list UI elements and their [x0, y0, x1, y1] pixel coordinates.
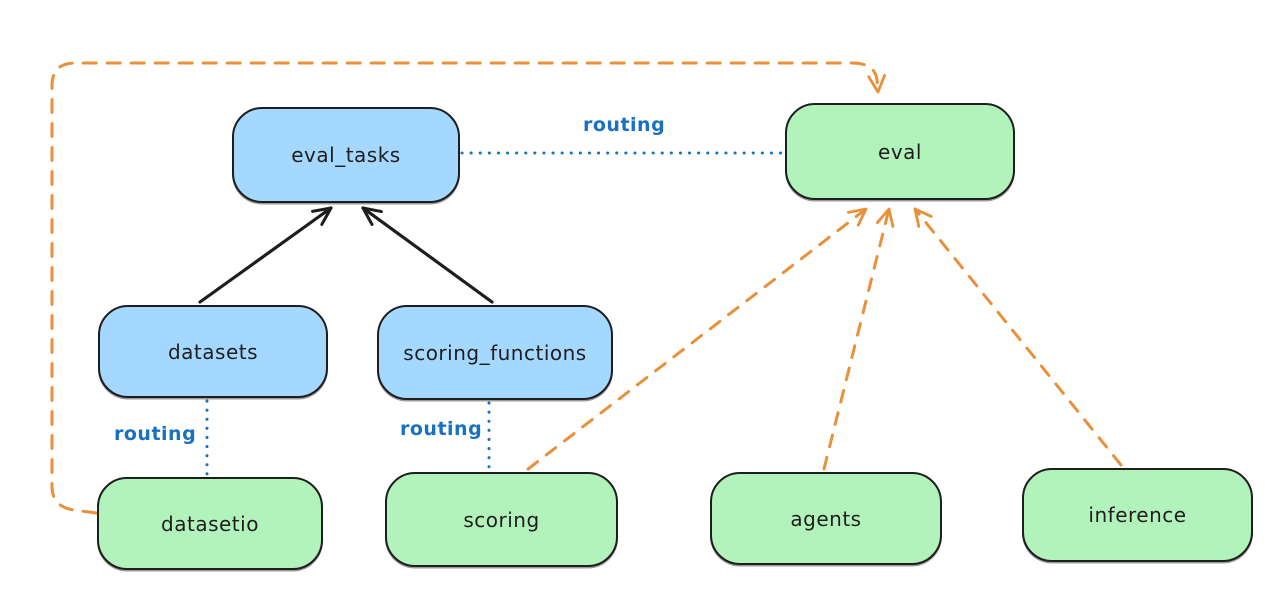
routing-label-scoring_functions-scoring: routing — [400, 418, 483, 440]
routing-label-eval_tasks-eval: routing — [583, 114, 666, 136]
edge-scoring-to-eval — [526, 207, 868, 471]
node-datasets: datasets — [98, 305, 328, 398]
node-eval_tasks: eval_tasks — [232, 107, 460, 203]
node-datasets-label: datasets — [167, 339, 259, 364]
node-eval: eval — [785, 103, 1015, 200]
node-agents-label: agents — [790, 506, 862, 531]
edge-datasets-to-eval_tasks — [198, 206, 333, 304]
node-scoring: scoring — [385, 472, 618, 567]
node-eval-label: eval — [878, 139, 922, 164]
edge-agents-to-eval — [822, 207, 895, 471]
node-inference: inference — [1022, 468, 1253, 562]
routing-label-datasets-datasetio: routing — [114, 423, 197, 445]
node-agents: agents — [710, 472, 942, 565]
node-inference-label: inference — [1088, 503, 1187, 527]
node-scoring-label: scoring — [463, 507, 540, 532]
edge-inference-to-eval — [913, 207, 1123, 467]
node-eval_tasks-label: eval_tasks — [291, 143, 401, 167]
node-scoring_functions-label: scoring_functions — [403, 340, 587, 365]
node-scoring_functions: scoring_functions — [377, 305, 613, 400]
node-datasetio: datasetio — [97, 477, 323, 570]
edge-datasetio-to-eval — [50, 61, 887, 515]
node-datasetio-label: datasetio — [161, 511, 259, 536]
edge-scoring_functions-to-eval_tasks — [361, 206, 494, 304]
